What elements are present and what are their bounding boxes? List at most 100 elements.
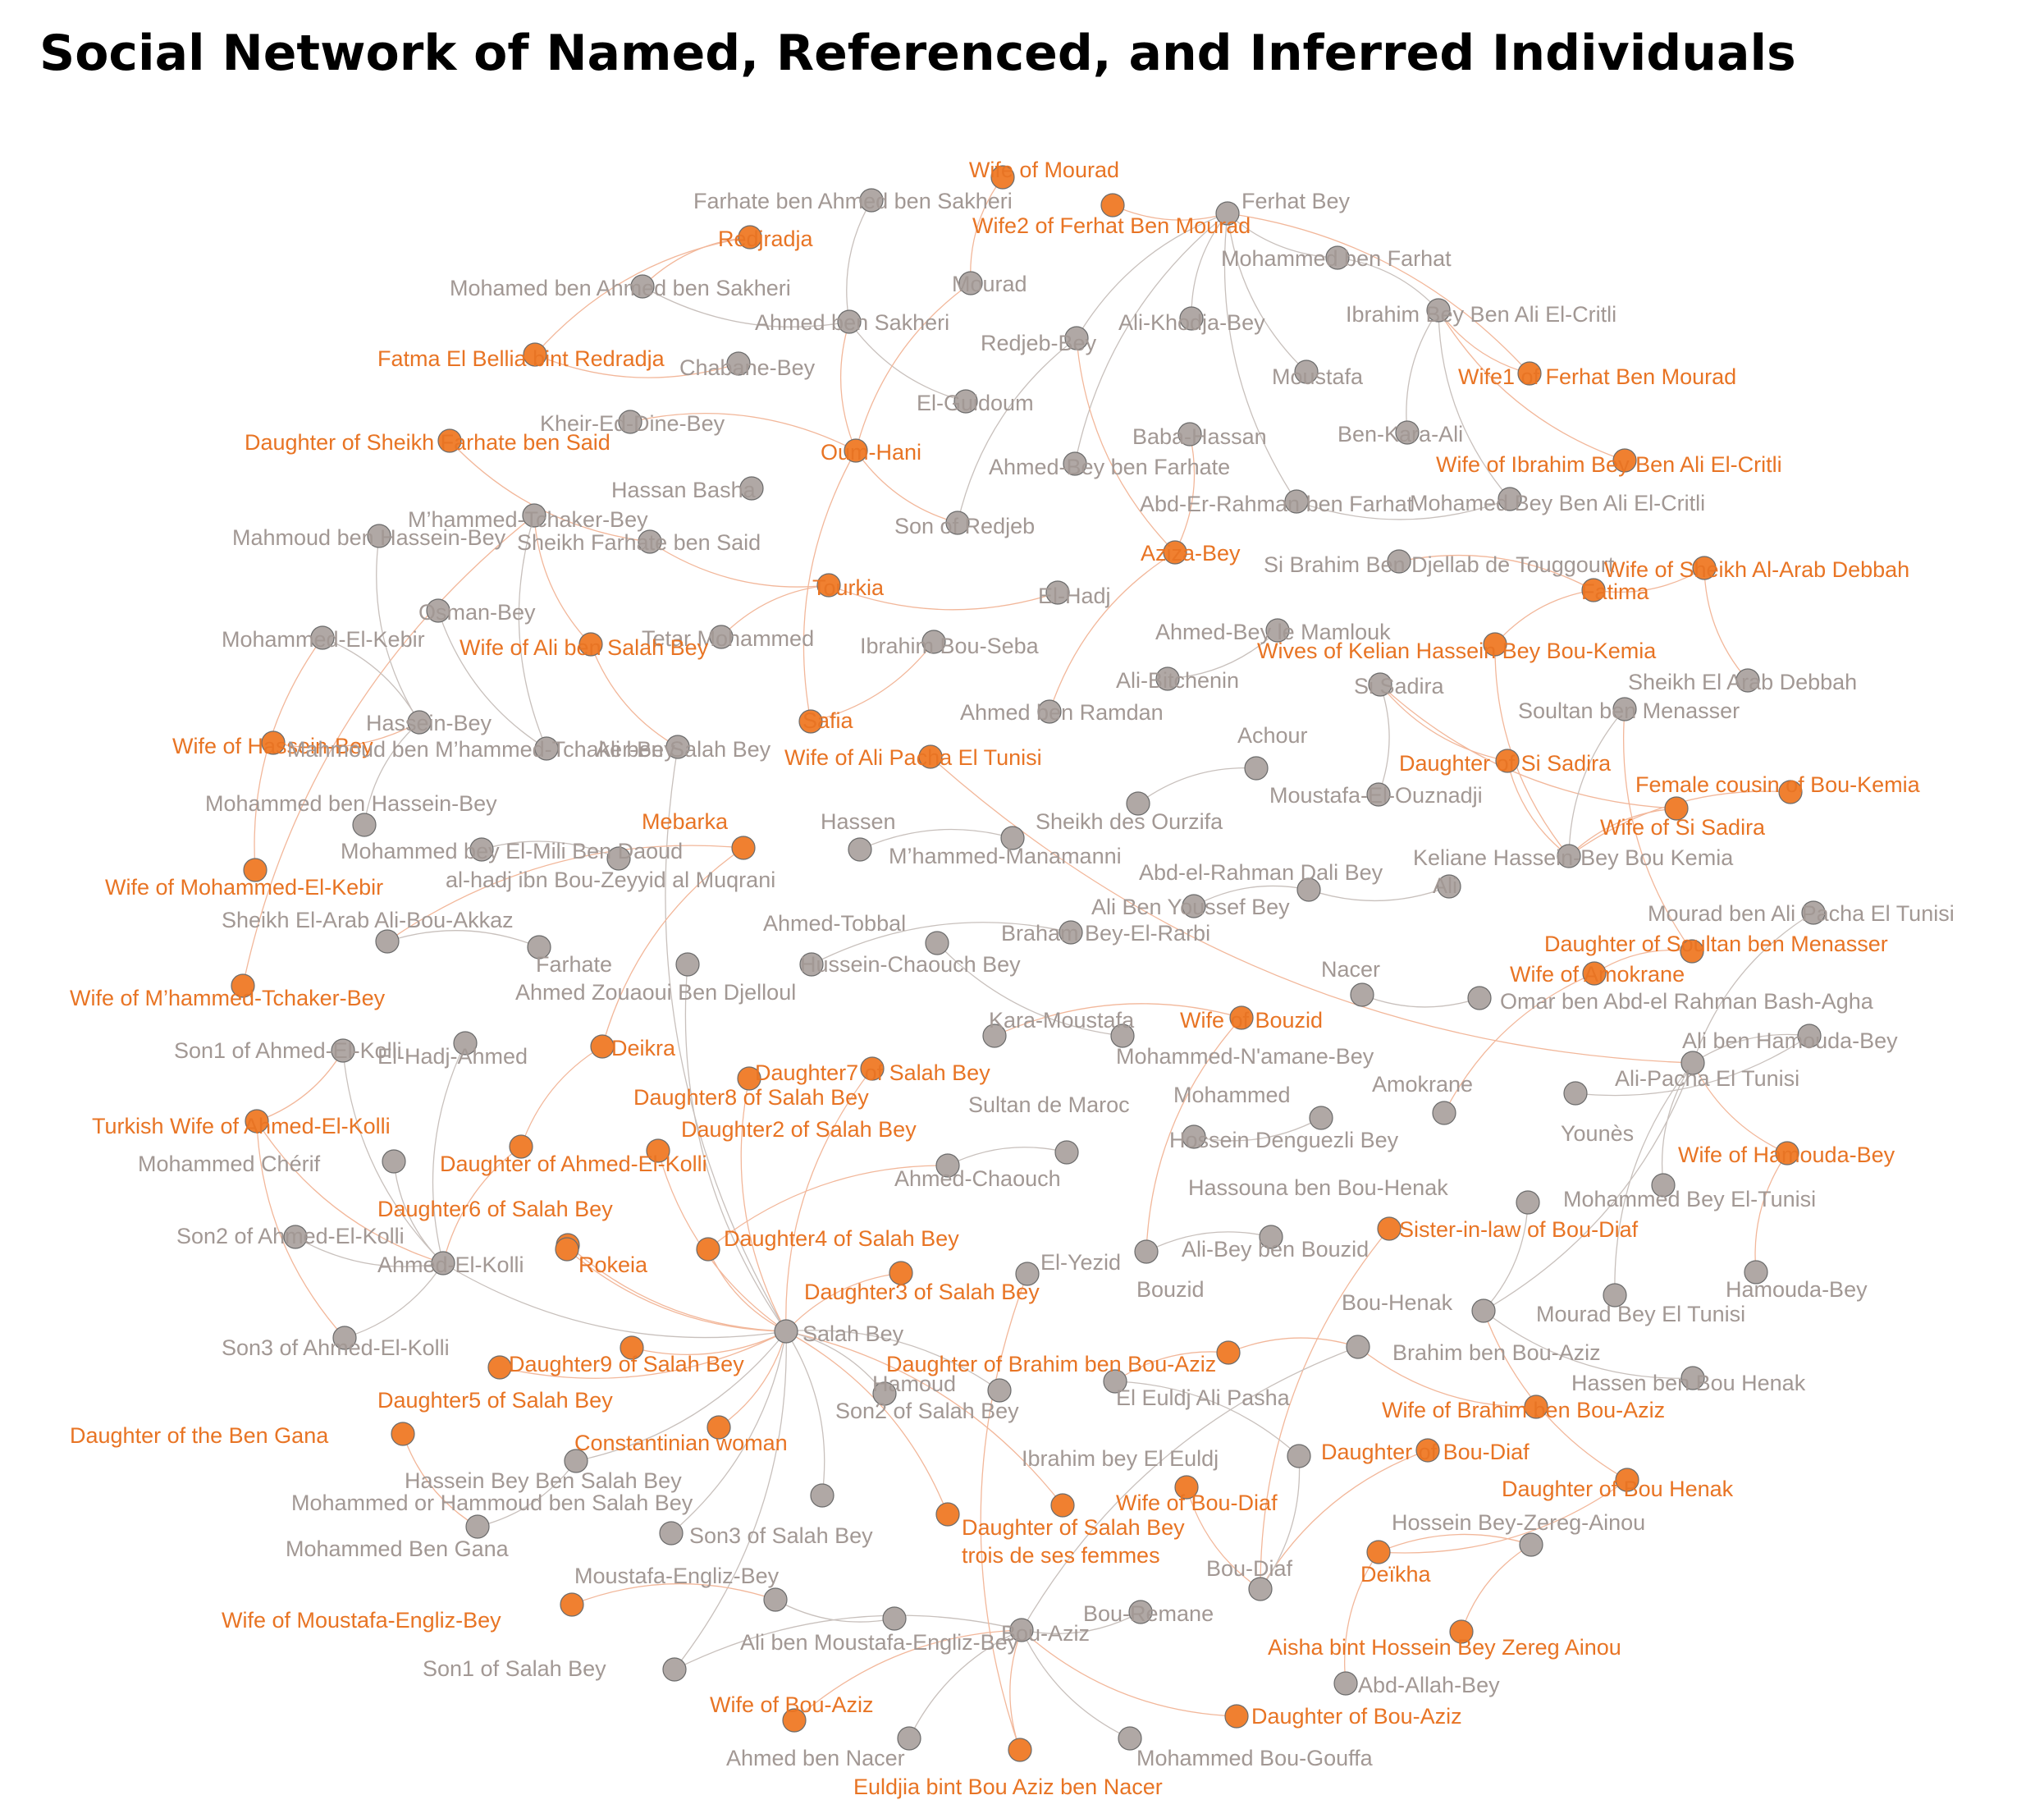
- node-n132[interactable]: [391, 1422, 415, 1446]
- node-n34[interactable]: [1692, 556, 1717, 580]
- node-n116[interactable]: [1134, 1239, 1159, 1264]
- node-n129[interactable]: [1680, 1366, 1705, 1390]
- node-n4[interactable]: [1100, 193, 1125, 218]
- node-n7[interactable]: [630, 274, 655, 299]
- node-n82[interactable]: [1350, 982, 1374, 1007]
- node-n9[interactable]: [837, 309, 862, 334]
- node-n30[interactable]: [367, 524, 391, 548]
- node-n63[interactable]: [731, 836, 756, 860]
- node-n51[interactable]: [798, 709, 823, 734]
- node-n52[interactable]: [261, 730, 286, 755]
- node-n14[interactable]: [726, 351, 751, 376]
- node-n159[interactable]: [1008, 1738, 1032, 1762]
- node-n126[interactable]: [487, 1355, 512, 1380]
- node-n37[interactable]: [1045, 580, 1070, 605]
- node-n78[interactable]: [799, 952, 824, 977]
- node-n124[interactable]: [1346, 1335, 1370, 1359]
- node-n85[interactable]: [1229, 1005, 1254, 1030]
- node-n156[interactable]: [1224, 1704, 1249, 1729]
- node-n125[interactable]: [1216, 1340, 1241, 1365]
- node-n91[interactable]: [1797, 1024, 1822, 1048]
- node-n44[interactable]: [1483, 632, 1507, 657]
- node-n41[interactable]: [921, 630, 946, 654]
- node-n49[interactable]: [1037, 699, 1062, 724]
- node-n55[interactable]: [918, 744, 943, 769]
- node-n96[interactable]: [1432, 1101, 1456, 1125]
- node-n127[interactable]: [872, 1381, 897, 1406]
- node-n147[interactable]: [763, 1587, 788, 1612]
- node-n1[interactable]: [990, 165, 1015, 190]
- node-n15[interactable]: [1294, 360, 1319, 384]
- node-n135[interactable]: [1287, 1444, 1311, 1468]
- node-n77[interactable]: [527, 935, 551, 959]
- node-n56[interactable]: [1244, 756, 1269, 781]
- node-n139[interactable]: [810, 1483, 835, 1508]
- node-n2[interactable]: [859, 188, 884, 213]
- node-n146[interactable]: [1248, 1577, 1273, 1601]
- node-n134[interactable]: [1415, 1438, 1440, 1463]
- node-n117[interactable]: [1744, 1260, 1768, 1285]
- node-n114[interactable]: [555, 1237, 579, 1262]
- node-n71[interactable]: [1437, 874, 1461, 899]
- node-n72[interactable]: [1182, 894, 1206, 918]
- node-n70[interactable]: [1296, 877, 1321, 902]
- node-n62[interactable]: [1126, 791, 1150, 816]
- node-n110[interactable]: [696, 1237, 720, 1262]
- node-n5[interactable]: [738, 225, 762, 250]
- node-n83[interactable]: [231, 973, 255, 998]
- node-n113[interactable]: [431, 1251, 455, 1275]
- node-n24[interactable]: [1612, 448, 1637, 473]
- node-n40[interactable]: [709, 625, 734, 649]
- node-n69[interactable]: [243, 858, 268, 882]
- node-n59[interactable]: [1778, 780, 1803, 804]
- node-n64[interactable]: [848, 837, 872, 862]
- node-n87[interactable]: [331, 1038, 355, 1063]
- node-n144[interactable]: [935, 1502, 960, 1527]
- node-n75[interactable]: [925, 931, 949, 955]
- node-n133[interactable]: [706, 1415, 731, 1440]
- node-n94[interactable]: [1054, 1140, 1079, 1165]
- node-n8[interactable]: [958, 271, 983, 295]
- node-n29[interactable]: [945, 511, 970, 535]
- node-n27[interactable]: [1498, 487, 1522, 511]
- node-n155[interactable]: [782, 1708, 807, 1733]
- node-n106[interactable]: [1516, 1190, 1540, 1215]
- node-n90[interactable]: [982, 1024, 1007, 1048]
- node-n149[interactable]: [560, 1592, 584, 1617]
- node-n92[interactable]: [860, 1056, 885, 1081]
- node-n35[interactable]: [1581, 578, 1606, 602]
- node-n74[interactable]: [375, 929, 400, 954]
- node-n39[interactable]: [310, 625, 335, 650]
- node-n138[interactable]: [1174, 1475, 1199, 1500]
- node-n98[interactable]: [245, 1109, 269, 1133]
- node-n47[interactable]: [1735, 668, 1760, 693]
- node-n32[interactable]: [1163, 540, 1187, 565]
- node-n12[interactable]: [1064, 326, 1089, 350]
- node-n79[interactable]: [1680, 939, 1704, 964]
- node-n100[interactable]: [1182, 1124, 1206, 1149]
- node-n109[interactable]: [283, 1225, 308, 1249]
- node-n86[interactable]: [1110, 1024, 1135, 1048]
- node-n21[interactable]: [437, 428, 462, 453]
- node-n158[interactable]: [1118, 1726, 1142, 1751]
- node-n89[interactable]: [590, 1034, 615, 1059]
- node-n31[interactable]: [638, 529, 662, 554]
- node-n67[interactable]: [469, 837, 494, 862]
- node-n61[interactable]: [352, 813, 377, 837]
- node-n104[interactable]: [935, 1153, 960, 1178]
- node-n112[interactable]: [1259, 1225, 1283, 1249]
- node-n3[interactable]: [1215, 201, 1240, 226]
- node-n53[interactable]: [534, 736, 559, 761]
- node-n152[interactable]: [1449, 1619, 1474, 1644]
- node-n20[interactable]: [1395, 420, 1420, 445]
- node-n151[interactable]: [882, 1606, 907, 1631]
- node-n36[interactable]: [816, 573, 841, 598]
- node-n157[interactable]: [897, 1726, 921, 1751]
- node-n131[interactable]: [1524, 1395, 1548, 1419]
- node-n88[interactable]: [453, 1031, 478, 1056]
- node-n111[interactable]: [1377, 1216, 1402, 1241]
- node-n84[interactable]: [1467, 986, 1492, 1010]
- node-n105[interactable]: [1775, 1141, 1799, 1166]
- node-n68[interactable]: [606, 846, 631, 871]
- node-n73[interactable]: [1801, 900, 1826, 925]
